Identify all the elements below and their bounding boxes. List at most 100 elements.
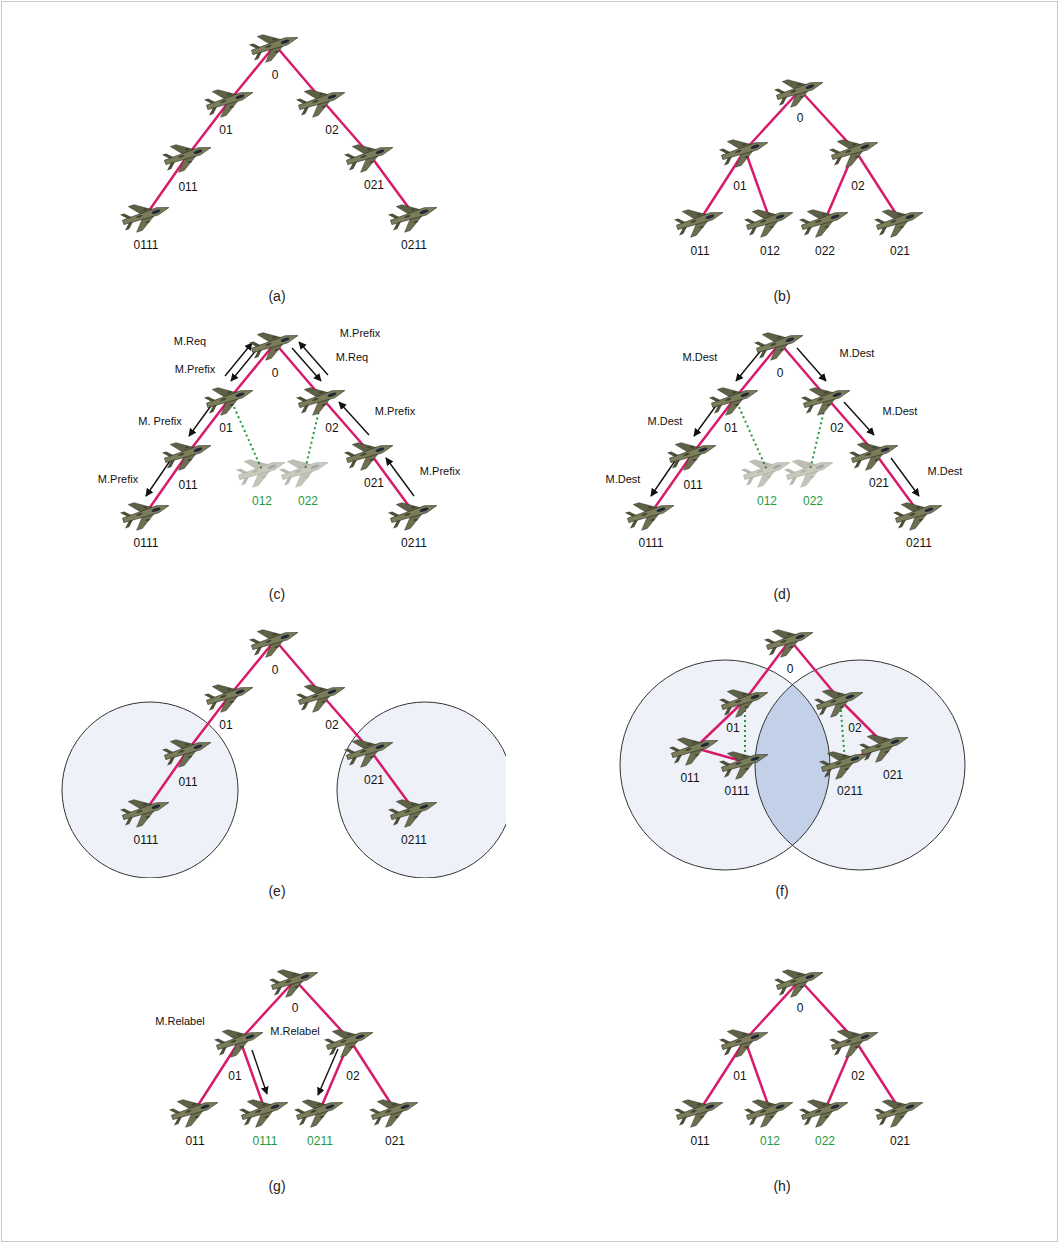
message-arrows	[299, 342, 328, 375]
aircraft	[386, 790, 441, 831]
aircraft	[742, 1090, 797, 1131]
label-anchor: 011	[178, 772, 197, 790]
label-anchor: 011	[683, 475, 702, 493]
label-anchor: 0211	[401, 235, 427, 253]
message-label: M.Dest	[648, 415, 683, 427]
node-id-label: 011	[178, 180, 197, 194]
message-arrows	[189, 403, 213, 436]
label-anchor: 0	[797, 998, 804, 1016]
label-anchor: 01	[726, 718, 739, 736]
aircraft	[202, 675, 257, 716]
aircraft	[202, 80, 257, 121]
node-id-label: 01	[726, 721, 739, 735]
aircraft	[237, 1090, 292, 1131]
message-arrows	[146, 458, 172, 496]
aircraft	[118, 25, 946, 1131]
aircraft	[386, 195, 441, 236]
message-label: M.Prefix	[98, 473, 138, 485]
label-anchor: 012	[757, 491, 777, 509]
label-anchor: M.Dest	[883, 401, 918, 419]
diagram-panel: (h)	[553, 905, 1011, 1173]
aircraft	[872, 200, 927, 241]
label-anchor: 0	[272, 363, 279, 381]
label-anchor: 02	[325, 120, 338, 138]
label-anchor: 022	[815, 1131, 835, 1149]
message-arrows	[146, 342, 919, 1095]
label-anchor: 021	[890, 241, 910, 259]
label-anchor: 0111	[253, 1131, 278, 1149]
node-id-label: 0	[272, 68, 279, 82]
label-anchor: 02	[346, 1066, 359, 1084]
label-anchor: 011	[185, 1131, 204, 1149]
aircraft	[772, 960, 827, 1001]
label-anchor: 011	[178, 177, 197, 195]
aircraft	[118, 790, 173, 831]
aircraft	[212, 1020, 267, 1061]
aircraft	[294, 80, 349, 121]
range-circles	[755, 660, 965, 870]
label-anchor: 0	[272, 65, 279, 83]
label-anchor: 012	[760, 1131, 780, 1149]
node-id-label: 012	[760, 244, 780, 258]
message-arrows	[797, 348, 826, 381]
panel-face	[48, 905, 506, 1173]
label-anchor: 0211	[401, 533, 427, 551]
label-anchor: 02	[325, 418, 338, 436]
label-anchor: 021	[364, 473, 384, 491]
message-arrows	[651, 458, 677, 496]
label-anchor: 02	[851, 176, 864, 194]
label-anchor: M.Dest	[683, 347, 718, 365]
diagram-panel: (d)	[553, 313, 1011, 581]
node-id-label: 021	[364, 476, 384, 490]
label-anchor: 021	[385, 1131, 405, 1149]
label-anchor: 0211	[837, 781, 863, 799]
aircraft	[857, 725, 912, 766]
message-arrows	[339, 402, 369, 435]
node-id-label: 0111	[134, 238, 159, 252]
range-circles	[62, 702, 506, 878]
label-anchor: 0	[787, 659, 794, 677]
label-anchor: 01	[219, 418, 232, 436]
tree-links	[695, 640, 885, 762]
label-anchor: 0111	[639, 533, 664, 551]
node-id-label: 01	[219, 718, 232, 732]
pending-links	[230, 398, 845, 762]
node-id-label: 02	[848, 721, 861, 735]
message-label: M.Req	[174, 335, 206, 347]
aircraft	[717, 680, 772, 721]
aircraft	[167, 1090, 222, 1131]
panel-face	[48, 15, 506, 283]
node-id-label: 0211	[307, 1134, 333, 1148]
message-label: M.Prefix	[420, 465, 460, 477]
node-id-label: 012	[757, 494, 777, 508]
label-anchor: M.Prefix	[98, 469, 138, 487]
node-id-label: 02	[830, 421, 843, 435]
panel-caption: (b)	[553, 288, 1011, 304]
diagram-panel: (a)	[48, 15, 506, 283]
label-anchor: 021	[890, 1131, 910, 1149]
aircraft	[386, 493, 441, 534]
node-id-label: 0	[797, 111, 804, 125]
panel-face	[48, 610, 506, 878]
label-anchor: 0111	[134, 533, 159, 551]
aircraft	[872, 1090, 927, 1131]
aircraft	[667, 728, 722, 769]
node-id-label: 01	[228, 1069, 241, 1083]
panel-face	[48, 313, 506, 581]
diagram-panel: (g)	[48, 905, 506, 1173]
aircraft	[891, 493, 946, 534]
aircraft	[202, 378, 257, 419]
tree-links	[700, 980, 900, 1110]
aircraft	[717, 742, 772, 783]
panel-face	[553, 15, 1011, 283]
aircraft	[160, 135, 215, 176]
label-anchor: 011	[178, 475, 197, 493]
label-anchor: M. Prefix	[138, 411, 181, 429]
label-anchor: 01	[733, 1066, 746, 1084]
panel-caption: (g)	[48, 1178, 506, 1194]
node-id-label: 021	[364, 178, 384, 192]
aircraft	[367, 1090, 422, 1131]
aircraft	[752, 323, 807, 364]
tree-links	[146, 343, 414, 513]
label-anchor: 01	[724, 418, 737, 436]
